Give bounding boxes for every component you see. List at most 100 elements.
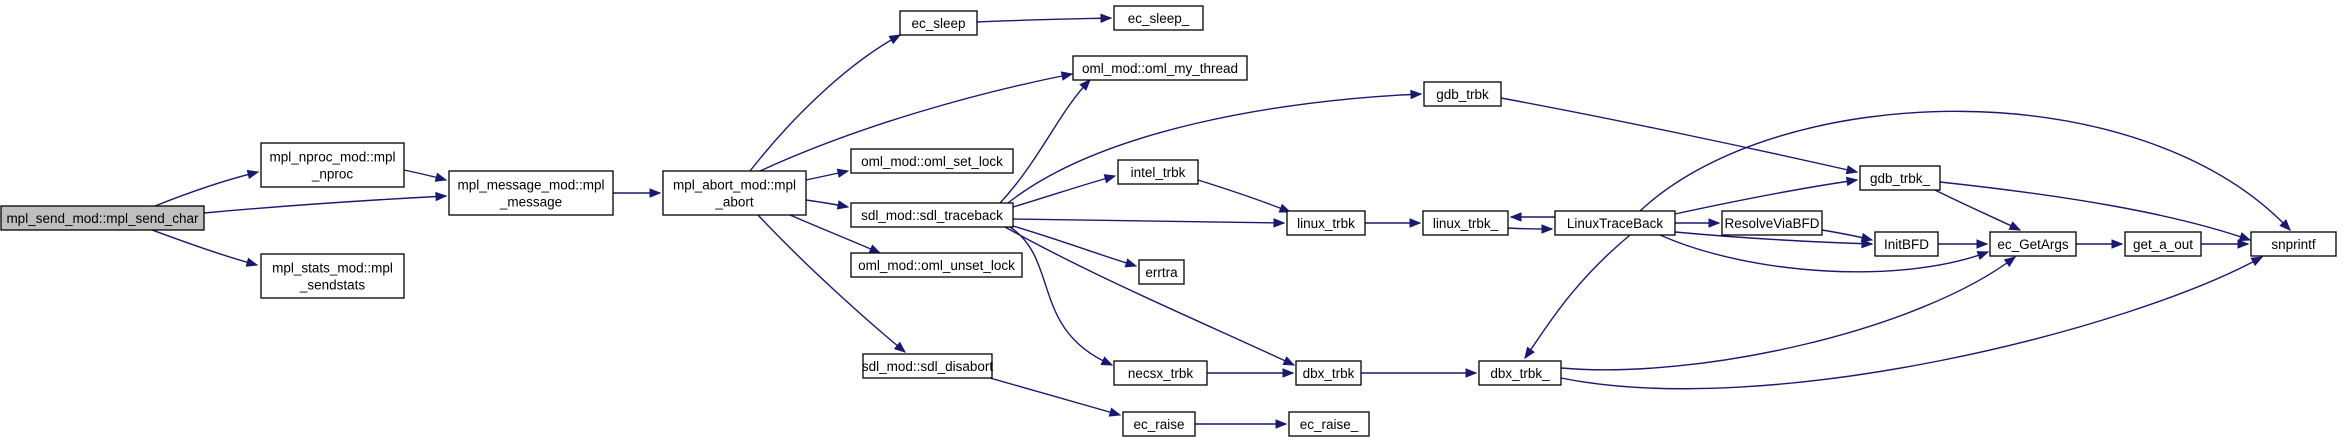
node-box[interactable] xyxy=(1288,411,1370,437)
node-label: mpl_abort_mod::mpl xyxy=(673,178,796,193)
node-sdl_disabort[interactable]: sdl_mod::sdl_disabort xyxy=(862,353,994,379)
edge-line xyxy=(1007,93,1422,204)
node-gdb_trbk[interactable]: gdb_trbk xyxy=(1423,81,1502,107)
node-box[interactable] xyxy=(1554,210,1676,236)
arrowhead xyxy=(1845,165,1859,175)
node-box[interactable] xyxy=(1286,210,1366,236)
edge-dbx_trbk-to-dbx_trbk_ xyxy=(1361,368,1478,378)
node-box[interactable] xyxy=(850,202,1014,228)
node-box[interactable] xyxy=(1113,360,1208,386)
node-ec_sleep_[interactable]: ec_sleep_ xyxy=(1113,5,1204,31)
node-mabort[interactable]: mpl_abort_mod::mpl_abort xyxy=(662,170,807,216)
node-oml_set_lock[interactable]: oml_mod::oml_set_lock xyxy=(850,148,1014,174)
node-box[interactable] xyxy=(899,10,978,36)
node-box[interactable] xyxy=(260,142,405,188)
node-label: errtra xyxy=(1145,265,1178,280)
node-message[interactable]: mpl_message_mod::mpl_message xyxy=(448,170,614,216)
node-label: sdl_mod::sdl_disabort xyxy=(862,359,994,374)
node-box[interactable] xyxy=(1989,231,2077,257)
arrowhead xyxy=(245,257,259,267)
edge-line xyxy=(1197,179,1291,213)
node-sendstats[interactable]: mpl_stats_mod::mpl_sendstats xyxy=(260,253,405,299)
arrowhead xyxy=(1541,224,1554,234)
node-label: _message xyxy=(499,195,562,210)
node-label: _sendstats xyxy=(299,278,366,293)
node-dbx_trbk_[interactable]: dbx_trbk_ xyxy=(1478,360,1562,386)
edge-sdl_traceback-to-intel_trbk xyxy=(1012,174,1117,208)
edge-sdl_traceback-to-gdb_trbk xyxy=(1007,89,1423,204)
node-box[interactable] xyxy=(1138,259,1185,285)
node-box[interactable] xyxy=(1113,5,1204,31)
node-box[interactable] xyxy=(850,148,1014,174)
edge-line xyxy=(1659,234,1989,273)
node-box[interactable] xyxy=(260,253,405,299)
edge-send_char-to-message xyxy=(203,191,448,214)
arrowhead xyxy=(1976,239,1989,249)
node-send_char[interactable]: mpl_send_mod::mpl_send_char xyxy=(0,205,205,231)
arrowhead xyxy=(888,34,902,45)
node-box[interactable] xyxy=(662,170,807,216)
node-InitBFD[interactable]: InitBFD xyxy=(1874,231,1939,257)
edge-gdb_trbk-to-gdb_trbk_ xyxy=(1500,97,1859,175)
node-label: sdl_mod::sdl_traceback xyxy=(861,208,1003,223)
edge-message-to-mabort xyxy=(613,188,662,198)
node-box[interactable] xyxy=(1117,159,1199,185)
node-dbx_trbk[interactable]: dbx_trbk xyxy=(1295,360,1362,386)
node-box[interactable] xyxy=(862,353,993,379)
node-box[interactable] xyxy=(0,205,205,231)
node-box[interactable] xyxy=(2250,231,2337,257)
node-gdb_trbk_[interactable]: gdb_trbk_ xyxy=(1859,165,1941,191)
node-ec_raise[interactable]: ec_raise xyxy=(1122,411,1196,437)
node-box[interactable] xyxy=(1422,210,1509,236)
edge-send_char-to-nproc xyxy=(154,169,260,207)
edge-line xyxy=(1639,110,2291,231)
edge-ec_GetArgs-to-get_a_out xyxy=(2076,239,2124,249)
node-box[interactable] xyxy=(1859,165,1941,191)
node-box[interactable] xyxy=(1874,231,1939,257)
arrowhead xyxy=(434,172,448,182)
arrowhead xyxy=(1409,218,1422,228)
node-label: gdb_trbk xyxy=(1436,87,1489,102)
arrowhead xyxy=(1976,251,1990,261)
node-ec_sleep[interactable]: ec_sleep xyxy=(899,10,978,36)
node-ec_raise_[interactable]: ec_raise_ xyxy=(1288,411,1370,437)
arrowhead xyxy=(2250,256,2264,267)
edge-LinuxTraceBack-to-snprintf xyxy=(1639,110,2291,231)
arrowhead xyxy=(868,244,882,254)
node-box[interactable] xyxy=(1122,411,1196,437)
node-linux_trbk[interactable]: linux_trbk xyxy=(1286,210,1366,236)
node-ec_GetArgs[interactable]: ec_GetArgs xyxy=(1989,231,2077,257)
node-LinuxTraceBack[interactable]: LinuxTraceBack xyxy=(1554,210,1676,236)
node-linux_trbk_[interactable]: linux_trbk_ xyxy=(1422,210,1509,236)
node-box[interactable] xyxy=(1072,55,1248,81)
node-box[interactable] xyxy=(1423,81,1502,107)
node-necsx_trbk[interactable]: necsx_trbk xyxy=(1113,360,1208,386)
node-label: dbx_trbk_ xyxy=(1490,366,1550,381)
edge-line xyxy=(999,79,1091,204)
arrowhead xyxy=(2238,232,2252,242)
node-label: _nproc xyxy=(311,167,354,182)
node-box[interactable] xyxy=(1295,360,1362,386)
node-errtra[interactable]: errtra xyxy=(1138,259,1185,285)
node-sdl_traceback[interactable]: sdl_mod::sdl_traceback xyxy=(850,202,1014,228)
arrowhead xyxy=(1273,218,1286,228)
node-get_a_out[interactable]: get_a_out xyxy=(2124,231,2202,257)
node-nproc[interactable]: mpl_nproc_mod::mpl_nproc xyxy=(260,142,405,188)
node-label: ec_sleep xyxy=(911,16,965,31)
node-ResolveViaBFD[interactable]: ResolveViaBFD xyxy=(1721,210,1823,236)
node-intel_trbk[interactable]: intel_trbk xyxy=(1117,159,1199,185)
node-box[interactable] xyxy=(2124,231,2202,257)
node-oml_unset_lock[interactable]: oml_mod::oml_unset_lock xyxy=(850,252,1023,278)
node-box[interactable] xyxy=(1721,210,1823,236)
node-box[interactable] xyxy=(448,170,614,216)
node-snprintf[interactable]: snprintf xyxy=(2250,231,2337,257)
node-box[interactable] xyxy=(850,252,1023,278)
node-oml_my_thread[interactable]: oml_mod::oml_my_thread xyxy=(1072,55,1248,81)
node-box[interactable] xyxy=(1478,360,1562,386)
arrowhead xyxy=(1108,407,1122,417)
edge-line xyxy=(749,34,901,172)
edge-LinuxTraceBack-to-InitBFD xyxy=(1674,231,1874,249)
arrowhead xyxy=(2279,219,2291,231)
node-label: InitBFD xyxy=(1884,237,1929,252)
edge-gdb_trbk_-to-snprintf xyxy=(1939,181,2252,242)
